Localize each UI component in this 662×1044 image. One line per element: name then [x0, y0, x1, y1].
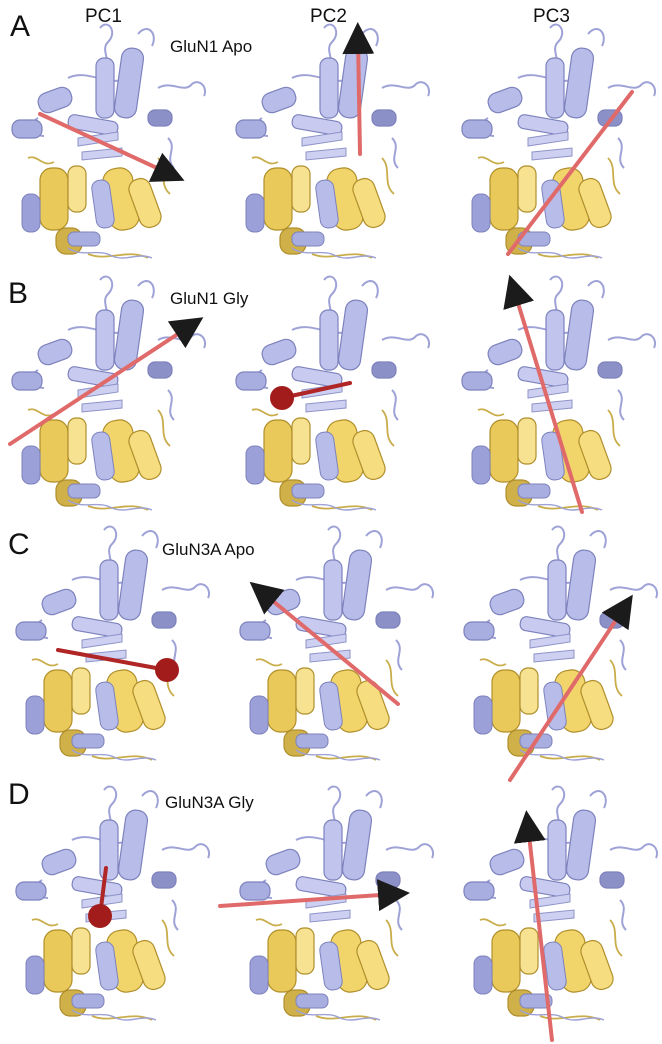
panel-letter-c: C — [8, 528, 30, 561]
panel-title-c: GluN3A Apo — [162, 540, 255, 559]
vector-a-pc2 — [342, 22, 375, 156]
vector-b-pc3 — [503, 274, 584, 514]
panel-letter-a: A — [10, 10, 31, 43]
panel-letter-d: D — [8, 778, 30, 811]
vector-d-pc3 — [513, 810, 554, 1042]
panel-title-d: GluN3A Gly — [165, 793, 254, 812]
vector-d-pc2 — [218, 879, 410, 912]
column-header-pc1: PC1 — [85, 6, 122, 27]
column-header-pc2: PC2 — [310, 6, 347, 27]
row-d-structures — [15, 785, 659, 1021]
vector-d-pc1 — [88, 866, 112, 928]
panel-title-b: GluN1 Gly — [170, 289, 249, 308]
vector-b-pc2 — [270, 381, 352, 410]
vector-a-pc3 — [506, 90, 634, 256]
vector-c-pc2 — [249, 581, 400, 706]
vector-b-pc1 — [8, 317, 204, 446]
row-a-structures — [11, 23, 657, 259]
column-header-pc3: PC3 — [533, 6, 570, 27]
panel-title-a: GluN1 Apo — [170, 37, 253, 56]
row-b-structures — [11, 275, 657, 511]
vector-a-pc1 — [38, 112, 185, 182]
panel-letter-b: B — [8, 277, 29, 310]
vector-c-pc3 — [508, 594, 633, 782]
vector-c-pc1 — [56, 648, 179, 682]
row-c-structures — [15, 525, 659, 761]
